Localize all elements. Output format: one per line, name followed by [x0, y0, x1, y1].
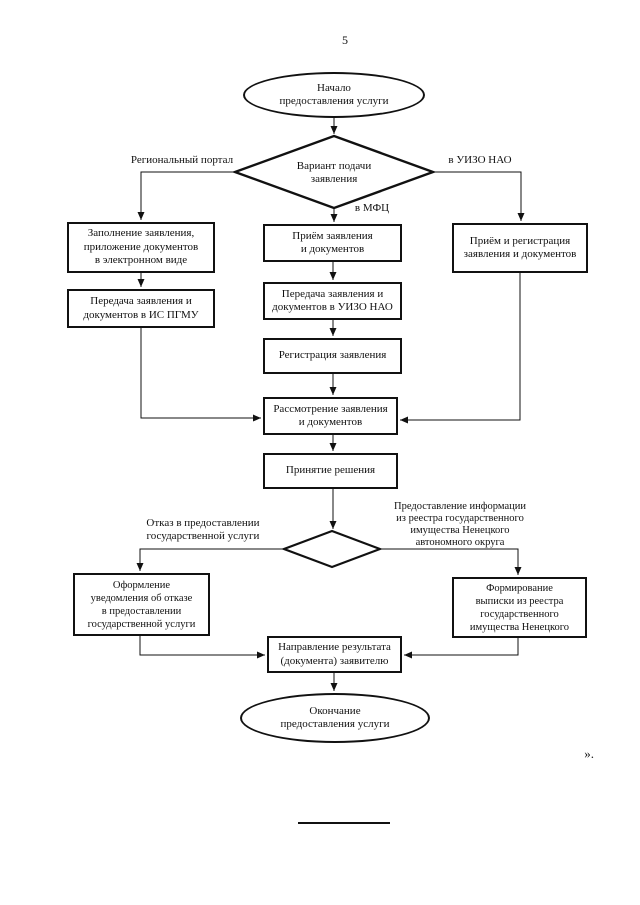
footer-divider-line — [298, 822, 390, 824]
end-terminal: Окончание предоставления услуги — [240, 693, 430, 743]
process-receive-and-register: Приём и регистрация заявления и документ… — [452, 223, 588, 273]
process-transfer-pgmu: Передача заявления и документов в ИС ПГМ… — [67, 289, 215, 328]
edge-label-refusal: Отказ в предоставлении государственной у… — [146, 517, 260, 542]
process-refusal-notification: Оформление уведомления об отказе в предо… — [73, 573, 210, 636]
process-register-application: Регистрация заявления — [263, 338, 402, 374]
connector-transfer-pgmu-to-review — [140, 328, 261, 422]
connector-diamond-to-refusal-notice — [136, 548, 284, 571]
edge-label-uizo: в УИЗО НАО — [448, 154, 512, 166]
process-form-extract: Формирование выписки из реестра государс… — [452, 577, 587, 638]
process-review-application: Рассмотрение заявления и документов — [263, 397, 398, 435]
decision-variant-diamond — [231, 134, 437, 210]
connector-refusal-notice-to-result — [139, 636, 265, 659]
process-transfer-uizo: Передача заявления и документов в УИЗО Н… — [263, 282, 402, 320]
connector-diamond-to-form-extract — [380, 548, 522, 575]
closing-quote-mark: ». — [584, 746, 594, 761]
connector-decision-to-fill-application — [137, 171, 235, 220]
decision-result-diamond — [280, 529, 384, 569]
connector-decision-to-receive-register — [433, 171, 525, 221]
process-send-result: Направление результата (документа) заяви… — [267, 636, 402, 673]
connector-receive-register-to-review — [400, 273, 521, 424]
edge-label-provide-info: Предоставление информации из реестра гос… — [394, 501, 526, 548]
page-number: 5 — [342, 33, 348, 47]
connector-form-extract-to-result — [404, 638, 519, 659]
edge-label-regional-portal: Региональный портал — [130, 154, 234, 166]
edge-label-mfc: в МФЦ — [354, 202, 390, 214]
process-make-decision: Принятие решения — [263, 453, 398, 489]
process-fill-application: Заполнение заявления, приложение докумен… — [67, 222, 215, 273]
start-terminal: Начало предоставления услуги — [243, 72, 425, 118]
decision-variant-label: Вариант подачи заявления — [296, 159, 372, 186]
process-receive-application: Приём заявления и документов — [263, 224, 402, 262]
